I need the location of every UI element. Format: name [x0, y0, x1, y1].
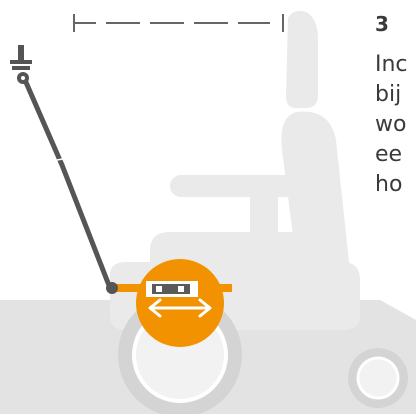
step-instruction-line: bij [375, 82, 402, 107]
armrest [170, 175, 298, 197]
step-instruction: Inc bij wo ee ho [375, 50, 408, 200]
step-number: 3 [375, 12, 389, 36]
mount-rod [22, 77, 113, 291]
front-caster-inner [356, 356, 400, 400]
headrest [286, 10, 318, 109]
double-headed-arrow-icon [148, 298, 212, 318]
step-instruction-line: ee [375, 142, 403, 167]
seat-cushion [150, 232, 318, 268]
measurement-line [73, 14, 284, 32]
step-instruction-line: ho [375, 172, 403, 197]
mount-clamp-icon [10, 45, 32, 84]
step-instruction-line: Inc [375, 52, 408, 77]
adjustment-bracket [106, 259, 232, 347]
step-instruction-line: wo [375, 112, 407, 137]
